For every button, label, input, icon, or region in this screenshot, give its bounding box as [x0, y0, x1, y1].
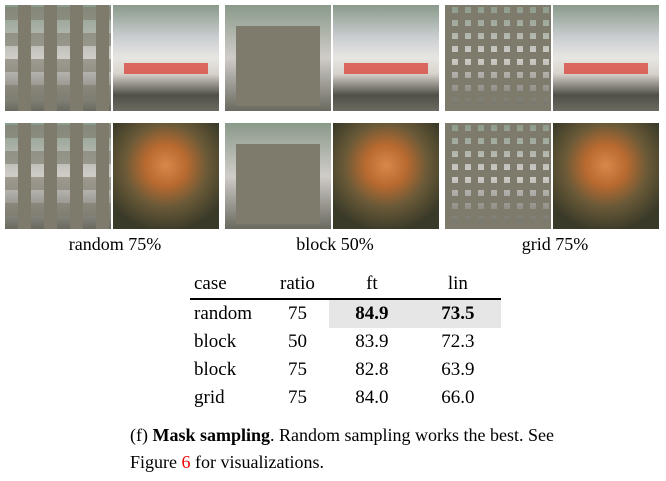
img-block-fox-recon	[333, 123, 439, 229]
table-header: case ratio ft lin	[190, 270, 501, 300]
img-random-van-masked	[5, 5, 111, 111]
col-header: ratio	[266, 270, 329, 300]
cell: 83.9	[355, 331, 389, 352]
caption-text: for visualizations.	[190, 452, 324, 472]
cell: 82.8	[355, 359, 389, 380]
cell: block	[194, 359, 237, 380]
img-random-fox-recon	[113, 123, 219, 229]
panel-label: block 50%	[296, 234, 374, 254]
col-header: lin	[414, 270, 501, 300]
caption-title: Mask sampling	[152, 425, 271, 445]
caption-prefix: (f)	[130, 425, 153, 445]
img-block-van-masked	[225, 5, 331, 111]
img-block-fox-masked	[225, 123, 331, 229]
cell: 84.0	[355, 387, 389, 408]
img-grid-fox-recon	[553, 123, 659, 229]
panel-label: grid 75%	[521, 234, 589, 254]
cell: 75	[287, 359, 307, 380]
table-row: block 50 83.9 72.3	[190, 328, 501, 356]
img-grid-van-masked	[445, 5, 551, 111]
panel-label: random 75%	[68, 234, 162, 254]
cell: 73.5	[414, 299, 501, 328]
caption: (f) Mask sampling. Random sampling works…	[130, 422, 560, 476]
cell: 63.9	[441, 359, 475, 380]
img-grid-fox-masked	[445, 123, 551, 229]
cell: 75	[287, 387, 307, 408]
cell: 50	[287, 331, 307, 352]
cell: 84.9	[328, 299, 415, 328]
col-header: case	[190, 270, 267, 300]
cell: 66.0	[441, 387, 475, 408]
cell: 75	[287, 303, 307, 324]
cell: 72.3	[441, 331, 475, 352]
caption-text: . Random sampling works the best. See Fi…	[130, 425, 554, 472]
figure-ref-link[interactable]: 6	[181, 452, 191, 472]
cell: block	[194, 331, 237, 352]
cell: grid	[194, 387, 225, 408]
img-block-van-recon	[333, 5, 439, 111]
img-grid-van-recon	[553, 5, 659, 111]
cell: random	[194, 303, 253, 324]
img-random-fox-masked	[5, 123, 111, 229]
table-row: random 75 84.9 73.5	[190, 299, 501, 328]
col-header: ft	[328, 270, 415, 300]
table-row: grid 75 84.0 66.0	[190, 384, 501, 412]
table-row: block 75 82.8 63.9	[190, 356, 501, 384]
img-random-van-recon	[113, 5, 219, 111]
results-table: case ratio ft lin random 75 84.9 73.5 bl…	[190, 270, 501, 412]
